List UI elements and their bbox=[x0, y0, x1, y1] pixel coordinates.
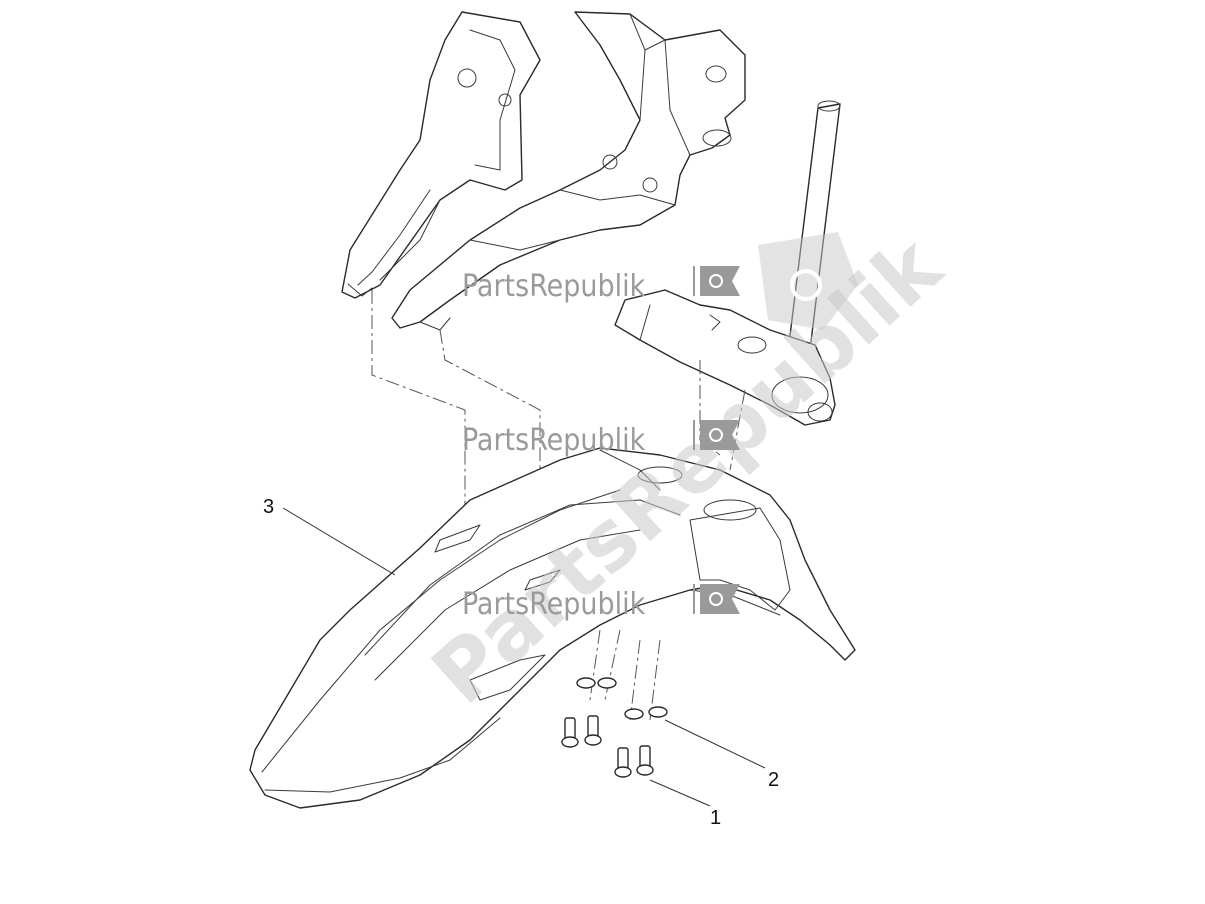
watermark-flag-icon bbox=[700, 420, 740, 450]
watermark-flag-icon bbox=[700, 584, 740, 614]
watermark-row-1: PartsRepublik bbox=[462, 266, 740, 304]
callout-leaders bbox=[282, 507, 766, 807]
watermark-label: PartsRepublik bbox=[462, 269, 646, 304]
callout-2: 2 bbox=[768, 769, 779, 791]
watermark-flag-icon bbox=[700, 266, 740, 296]
fasteners bbox=[561, 677, 668, 778]
watermark-label: PartsRepublik bbox=[462, 423, 646, 458]
left-side-panel bbox=[341, 11, 541, 299]
callout-1: 1 bbox=[710, 807, 721, 829]
callout-3: 3 bbox=[263, 496, 274, 518]
watermark-gear-icon bbox=[758, 232, 858, 330]
watermark-label: PartsRepublik bbox=[462, 587, 646, 622]
washer bbox=[576, 677, 668, 720]
watermark-row-2: PartsRepublik bbox=[462, 420, 740, 458]
watermark-divider bbox=[693, 266, 695, 296]
watermark-row-3: PartsRepublik bbox=[462, 584, 740, 622]
screw bbox=[561, 715, 654, 778]
watermark-divider bbox=[693, 584, 695, 614]
front-fender bbox=[249, 447, 856, 809]
right-side-bracket bbox=[391, 11, 746, 331]
watermark-divider bbox=[693, 420, 695, 450]
